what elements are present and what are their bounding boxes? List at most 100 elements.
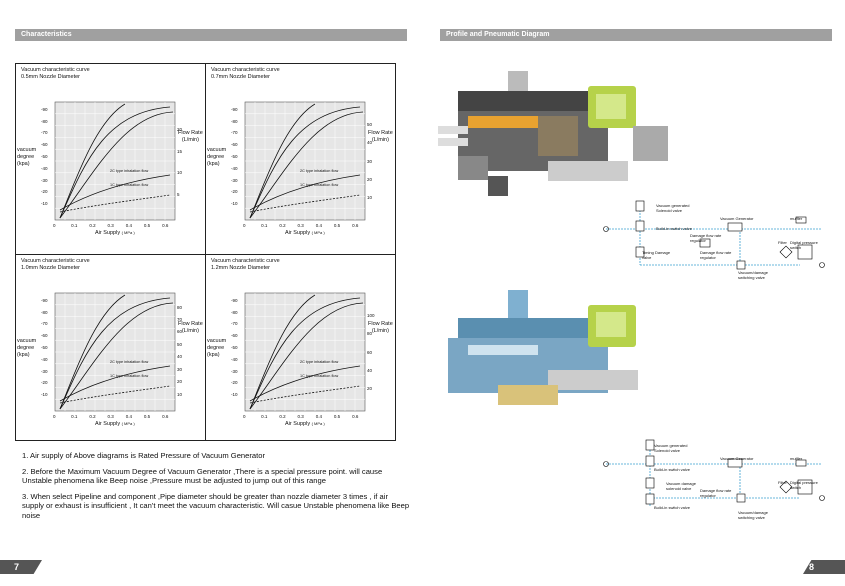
- y-tick-label: -90: [231, 106, 238, 112]
- page-number-right: 8: [803, 560, 845, 574]
- y-tick-label: -40: [41, 356, 48, 362]
- chart-curve: [249, 174, 361, 211]
- y-tick-label: -60: [231, 142, 238, 148]
- flow-tick-label: 20: [177, 379, 183, 385]
- y-tick-label: -10: [41, 392, 48, 398]
- chart-curve: [59, 302, 174, 410]
- chart-title-line: Vacuum characteristic curve: [211, 258, 280, 264]
- y-tick-label: -20: [41, 189, 48, 195]
- x-tick-label: 0: [53, 414, 56, 419]
- chart-curve: [59, 106, 171, 219]
- x-tick-label: 0.6: [352, 223, 359, 228]
- diagram-label: muffler: [790, 216, 803, 221]
- curve-label: 1C type inhalation flow: [110, 374, 149, 378]
- x-tick-label: 0.4: [125, 414, 132, 419]
- x-tick-label: 0.5: [333, 223, 341, 228]
- diagram-label: Filter: [778, 240, 787, 245]
- flow-tick-label: 60: [177, 329, 183, 335]
- y-tick-label: -80: [41, 118, 48, 124]
- y-tick-label: -50: [231, 345, 238, 350]
- flow-tick-label: 60: [367, 349, 373, 355]
- curve-label: 1C type inhalation flow: [300, 374, 339, 378]
- flow-tick-label: 40: [177, 354, 183, 360]
- y-tick-label: -80: [231, 309, 238, 315]
- y-tick-label: -50: [41, 345, 48, 350]
- chart-curve: [59, 385, 171, 404]
- chart-grid: [15, 63, 396, 441]
- flow-tick-label: 50: [367, 122, 373, 128]
- chart-curve: [59, 294, 126, 410]
- chart-subtitle: 0.7mm Nozzle Diameter: [211, 74, 270, 80]
- chart-curve: [249, 111, 364, 219]
- flow-tick-label: 20: [177, 127, 183, 133]
- chart-curve: [59, 297, 171, 410]
- x-tick-label: 0.5: [143, 414, 151, 419]
- y-tick-label: -60: [41, 142, 48, 148]
- y-tick-label: -10: [231, 201, 238, 207]
- chart-subtitle: 0.5mm Nozzle Diameter: [21, 74, 80, 80]
- pneumatic-diagram-bottom: [603, 439, 825, 506]
- chart-curve: [249, 365, 361, 402]
- diagram-label: Vacuum/damage switching valve: [738, 270, 768, 280]
- curve-label: 1C type inhalation flow: [110, 183, 149, 187]
- x-tick-label: 0.3: [107, 414, 114, 419]
- x-tick-label: 0.3: [297, 223, 304, 228]
- y-tick-label: -90: [41, 297, 48, 303]
- x-tick-label: 0.2: [89, 414, 96, 419]
- flow-tick-label: 40: [367, 367, 373, 373]
- diagram-label: Build-in switch valve: [654, 505, 691, 510]
- diagram-label: Digital pressure switch: [790, 240, 818, 250]
- x-tick-label: 0.2: [279, 223, 286, 228]
- chart-curve: [249, 385, 361, 404]
- x-axis-label: Air Supply ( MPa ): [285, 230, 325, 236]
- flow-tick-label: 20: [367, 176, 373, 182]
- x-tick-label: 0: [53, 223, 56, 228]
- diagram-label: Vacuum Generator: [720, 456, 754, 461]
- y-tick-label: -20: [41, 380, 48, 386]
- y-tick-label: -10: [41, 201, 48, 207]
- y-tick-label: -80: [41, 309, 48, 315]
- flow-tick-label: 80: [367, 331, 373, 337]
- chart-curve: [59, 103, 126, 219]
- y-tick-label: -20: [231, 189, 238, 195]
- pneumatic-diagram-top: [603, 200, 825, 270]
- diagram-label: Build-in switch valve: [656, 226, 693, 231]
- x-tick-label: 0.3: [107, 223, 114, 228]
- flow-tick-label: 10: [177, 170, 183, 176]
- note-3: 3. When select Pipeline and component ,P…: [22, 491, 410, 520]
- x-tick-label: 0.4: [315, 414, 322, 419]
- diagram-label: Filter: [778, 480, 787, 485]
- flow-axis-label: Flow Rate(L/min): [368, 321, 393, 334]
- chart-title-line: Vacuum characteristic curve: [21, 67, 90, 73]
- diagram-label: Build-in switch valve: [654, 467, 691, 472]
- x-tick-label: 0.6: [352, 414, 359, 419]
- chart-curve: [249, 106, 361, 219]
- x-tick-label: 0.5: [143, 223, 151, 228]
- flow-tick-label: 15: [177, 148, 183, 154]
- diagram-label: muffler: [790, 456, 803, 461]
- flow-tick-label: 70: [177, 317, 183, 323]
- y-tick-label: -50: [231, 154, 238, 159]
- chart-curve: [59, 365, 171, 402]
- flow-tick-label: 20: [367, 385, 373, 391]
- flow-tick-label: 50: [177, 341, 183, 347]
- curve-label: 2C type inhalation flow: [300, 169, 339, 173]
- flow-tick-label: 100: [367, 313, 375, 319]
- flow-tick-label: 10: [367, 194, 373, 200]
- y-tick-label: -30: [231, 177, 238, 183]
- y-tick-label: -60: [231, 333, 238, 339]
- y-tick-label: -90: [231, 297, 238, 303]
- y-tick-label: -40: [41, 165, 48, 171]
- note-2: 2. Before the Maximum Vacuum Degree of V…: [22, 466, 383, 486]
- flow-tick-label: 5: [177, 191, 180, 197]
- y-tick-label: -70: [231, 321, 238, 327]
- x-tick-label: 0.1: [71, 223, 78, 228]
